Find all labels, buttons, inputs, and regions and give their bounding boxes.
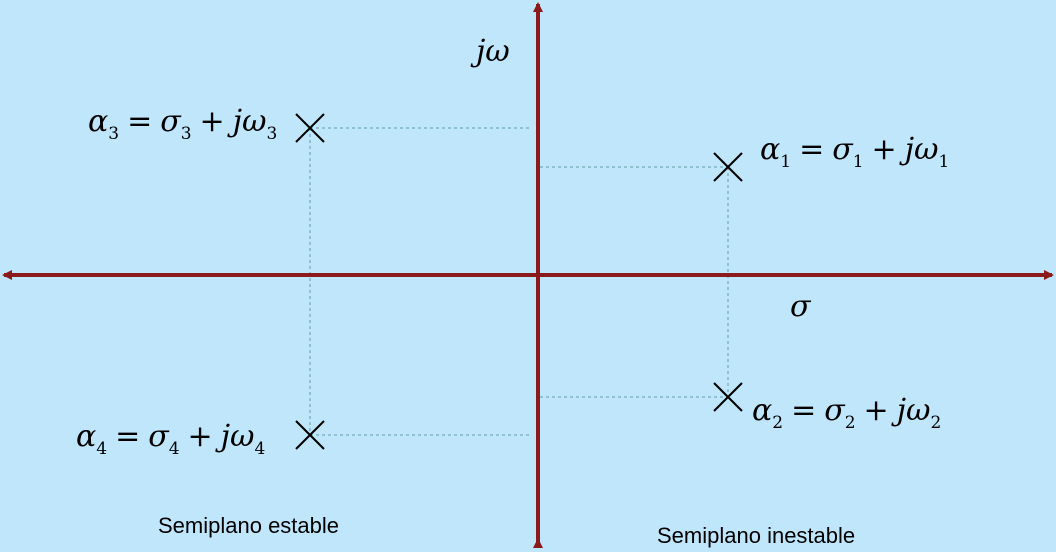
pole-alpha3-cross <box>295 113 325 143</box>
guide-lines <box>309 127 729 436</box>
imaginary-axis-label: jω <box>470 34 510 69</box>
pole-alpha2-cross <box>713 382 743 412</box>
stable-half-plane-label: Semiplano estable <box>158 513 339 538</box>
pole-alpha4-equation: α4=σ4+jω4 <box>76 419 265 459</box>
unstable-half-plane-label: Semiplano inestable <box>657 523 855 548</box>
real-axis-label: σ <box>790 289 812 324</box>
pole-alpha3-equation: α3=σ3+jω3 <box>88 104 277 144</box>
pole-alpha1-cross <box>713 152 743 182</box>
pole-alpha2-equation: α2=σ2+jω2 <box>752 393 941 433</box>
pole-alpha4-cross <box>295 420 325 450</box>
pole-alpha1-equation: α1=σ1+jω1 <box>760 132 949 172</box>
pole-markers <box>295 113 743 450</box>
